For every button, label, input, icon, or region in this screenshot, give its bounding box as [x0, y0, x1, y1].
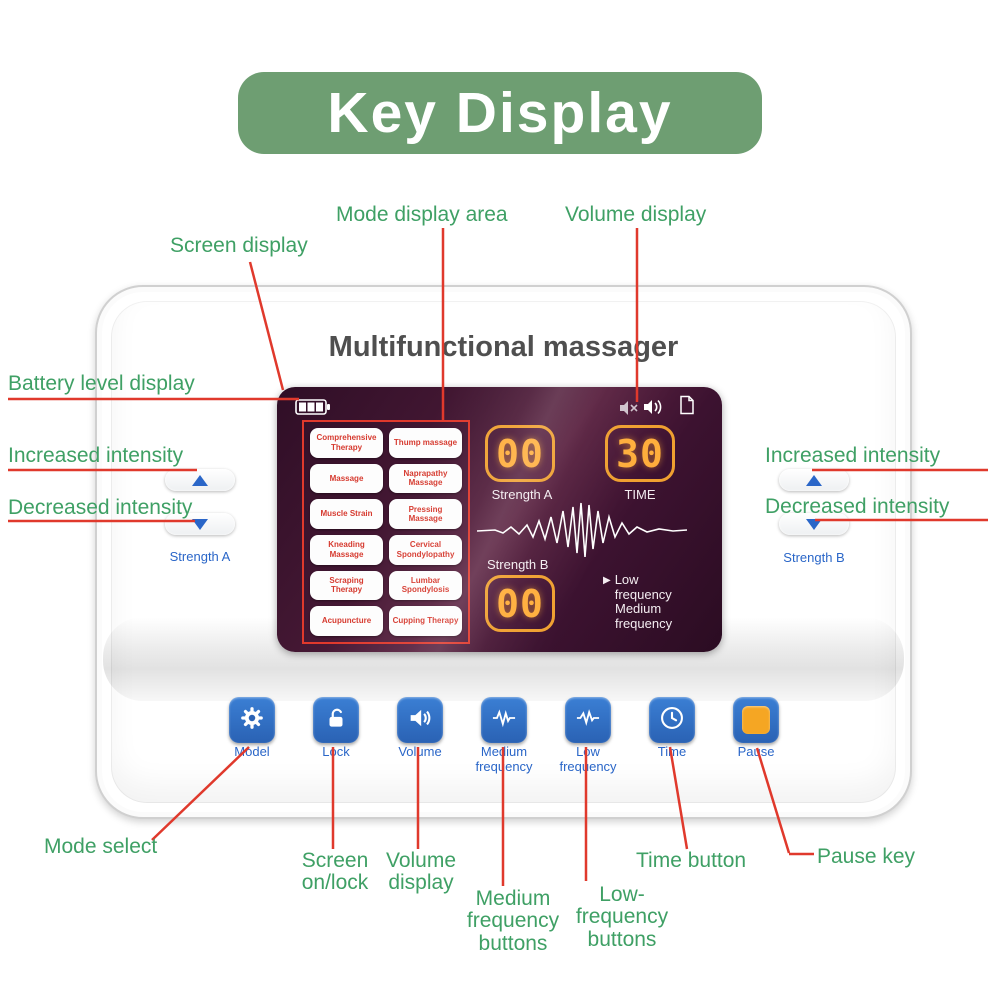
medium-frequency-button[interactable] [481, 697, 527, 743]
clock-icon [658, 704, 686, 737]
time-screen-label: TIME [624, 487, 656, 502]
mode-item: Scraping Therapy [310, 570, 383, 601]
mode-item: Cupping Therapy [389, 606, 462, 636]
lock-open-icon [323, 705, 349, 736]
callout-increased-intensity-left: Increased intensity [8, 444, 184, 467]
callout-pause-key: Pause key [817, 845, 916, 868]
time-button-label: Time [657, 744, 687, 759]
time-button[interactable] [649, 697, 695, 743]
model-button[interactable] [229, 697, 275, 743]
callout-volume-display-top: Volume display [565, 203, 707, 226]
strength-a-screen-label: Strength A [491, 487, 553, 502]
strength-a-side-label: Strength A [169, 549, 231, 564]
volume-button[interactable] [397, 697, 443, 743]
model-button-label: Model [234, 744, 270, 759]
lock-button[interactable] [313, 697, 359, 743]
mode-item: Naprapathy Massage [389, 463, 462, 494]
callout-mode-display-area: Mode display area [336, 203, 508, 226]
pulse-low-icon [574, 704, 602, 737]
device-title: Multifunctional massager [328, 331, 679, 363]
mode-item: Thump massage [389, 428, 462, 458]
speaker-waves-icon [406, 704, 434, 737]
mode-item: Comprehensive Therapy [310, 428, 383, 458]
callout-battery-level-display: Battery level display [8, 372, 195, 395]
pause-button-label: Pause [737, 744, 775, 759]
mode-item: Pressing Massage [389, 499, 462, 529]
callout-mode-select: Mode select [44, 835, 158, 858]
waveform-graphic [476, 499, 688, 566]
volume-button-label: Volume [398, 744, 442, 759]
massager-device: Multifunctional massager [95, 285, 912, 819]
pause-square-icon [742, 706, 770, 734]
mode-item: Kneading Massage [310, 534, 383, 565]
mode-item: Lumbar Spondylosis [389, 570, 462, 601]
low-frequency-indicator-label: Low frequency [614, 572, 672, 602]
strength-b-screen-label: Strength B [487, 557, 549, 572]
mode-item: Massage [310, 463, 383, 494]
down-triangle-icon [192, 518, 208, 530]
page-title: Key Display [327, 81, 673, 145]
low-frequency-button-label: Low frequency [559, 744, 617, 774]
lock-button-label: Lock [322, 744, 350, 759]
callout-time-button: Time button [636, 849, 747, 872]
medium-frequency-indicator-label: Medium frequency [615, 601, 673, 631]
strength-a-decrease-button[interactable] [165, 513, 235, 535]
mode-item: Acupuncture [310, 606, 383, 636]
callout-screen-on-lock: Screen on/lock [301, 849, 369, 895]
display-screen: Comprehensive Therapy Thump massage Mass… [277, 387, 722, 652]
frequency-indicator: ▶ Low frequency Medium frequency [603, 572, 685, 631]
up-triangle-icon [806, 474, 822, 486]
pulse-medium-icon [490, 704, 518, 737]
strength-b-decrease-button[interactable] [779, 513, 849, 535]
medium-frequency-button-label: Medium frequency [475, 744, 533, 774]
speaker-muted-icon [619, 399, 639, 422]
callout-screen-display: Screen display [170, 234, 308, 257]
strength-a-value: 00 [485, 425, 555, 482]
callout-medium-frequency-buttons: Medium frequency buttons [466, 887, 560, 955]
strength-b-increase-button[interactable] [779, 469, 849, 491]
time-value: 30 [605, 425, 675, 482]
mode-item: Muscle Strain [310, 499, 383, 529]
mode-item: Cervical Spondylopathy [389, 534, 462, 565]
callout-decreased-intensity-left: Decreased intensity [8, 496, 193, 519]
play-marker-icon: ▶ [603, 575, 611, 586]
callout-volume-display-bottom: Volume display [385, 849, 457, 895]
title-banner: Key Display [238, 72, 762, 154]
callout-low-frequency-buttons: Low- frequency buttons [575, 883, 669, 951]
battery-icon [295, 399, 331, 420]
mode-display-area: Comprehensive Therapy Thump massage Mass… [302, 420, 470, 644]
speaker-icon [643, 397, 667, 422]
callout-decreased-intensity-right: Decreased intensity [765, 495, 950, 518]
up-triangle-icon [192, 474, 208, 486]
low-frequency-button[interactable] [565, 697, 611, 743]
strength-b-side-label: Strength B [783, 550, 845, 565]
pause-button[interactable] [733, 697, 779, 743]
down-triangle-icon [806, 518, 822, 530]
callout-increased-intensity-right: Increased intensity [765, 444, 941, 467]
strength-a-increase-button[interactable] [165, 469, 235, 491]
strength-b-value: 00 [485, 575, 555, 632]
page-flip-icon [679, 395, 695, 420]
gear-icon [239, 705, 265, 736]
